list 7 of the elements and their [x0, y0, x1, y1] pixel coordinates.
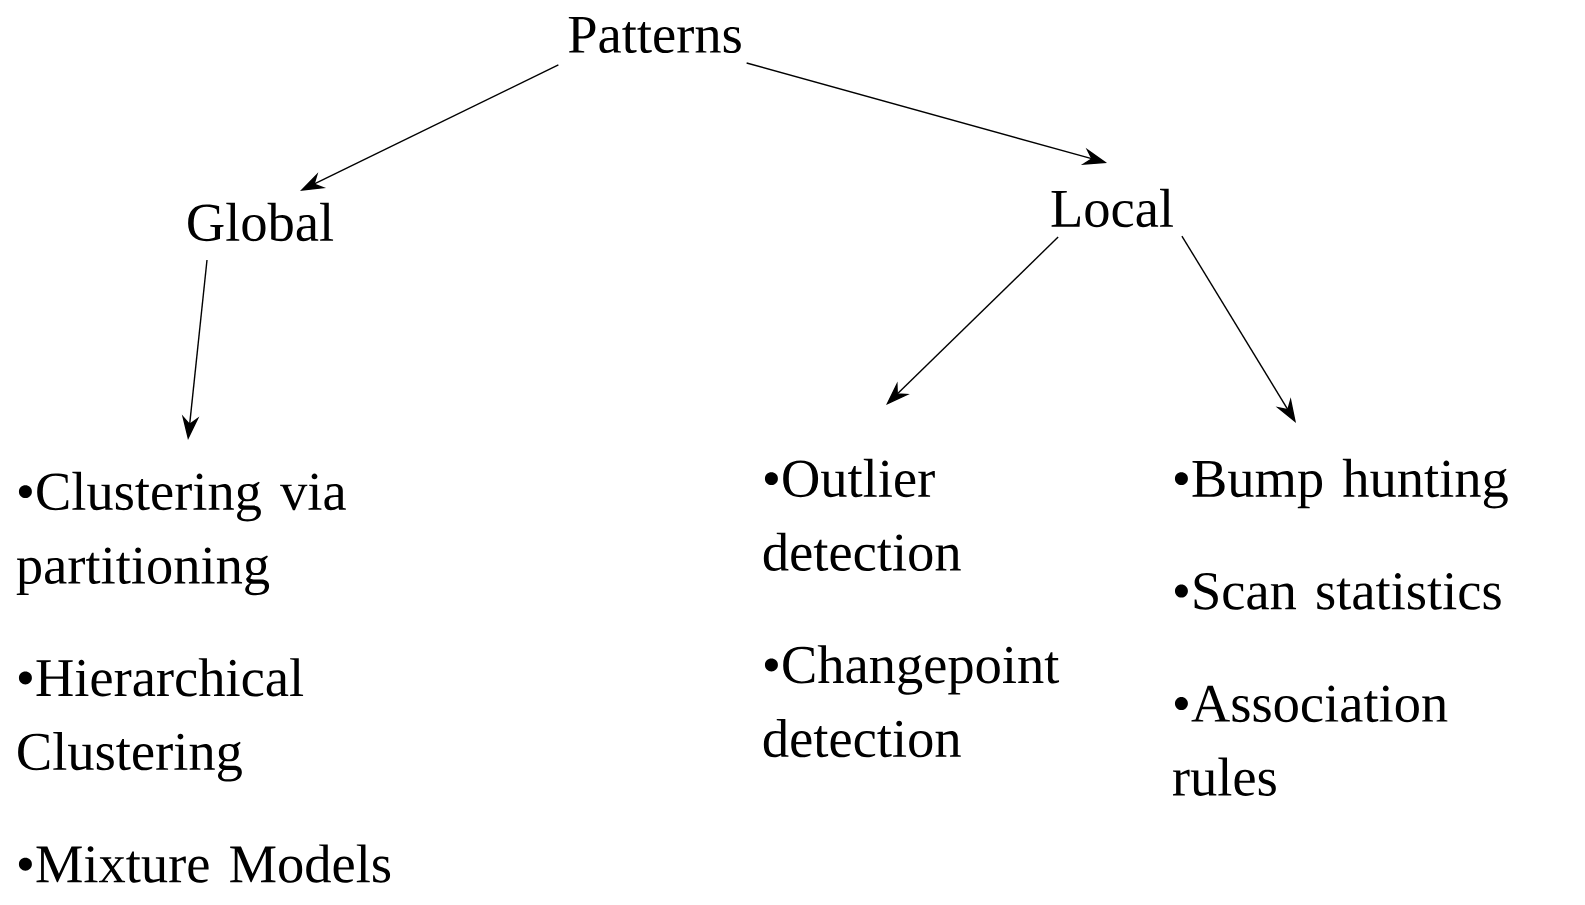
bullet-list: •Clustering via partitioning •Hierarchical Clustering •Mixture Models: [16, 471, 391, 883]
arrow: [886, 236, 1059, 405]
node-label: Global: [188, 202, 334, 242]
node-label: Patterns: [568, 16, 741, 54]
node-label: Local: [1051, 188, 1173, 228]
bullet-list: •Outlier detection •Changepoint detection: [763, 458, 1060, 758]
bullet-list: •Bump hunting •Scan statistics •Association rules: [1173, 458, 1508, 796]
